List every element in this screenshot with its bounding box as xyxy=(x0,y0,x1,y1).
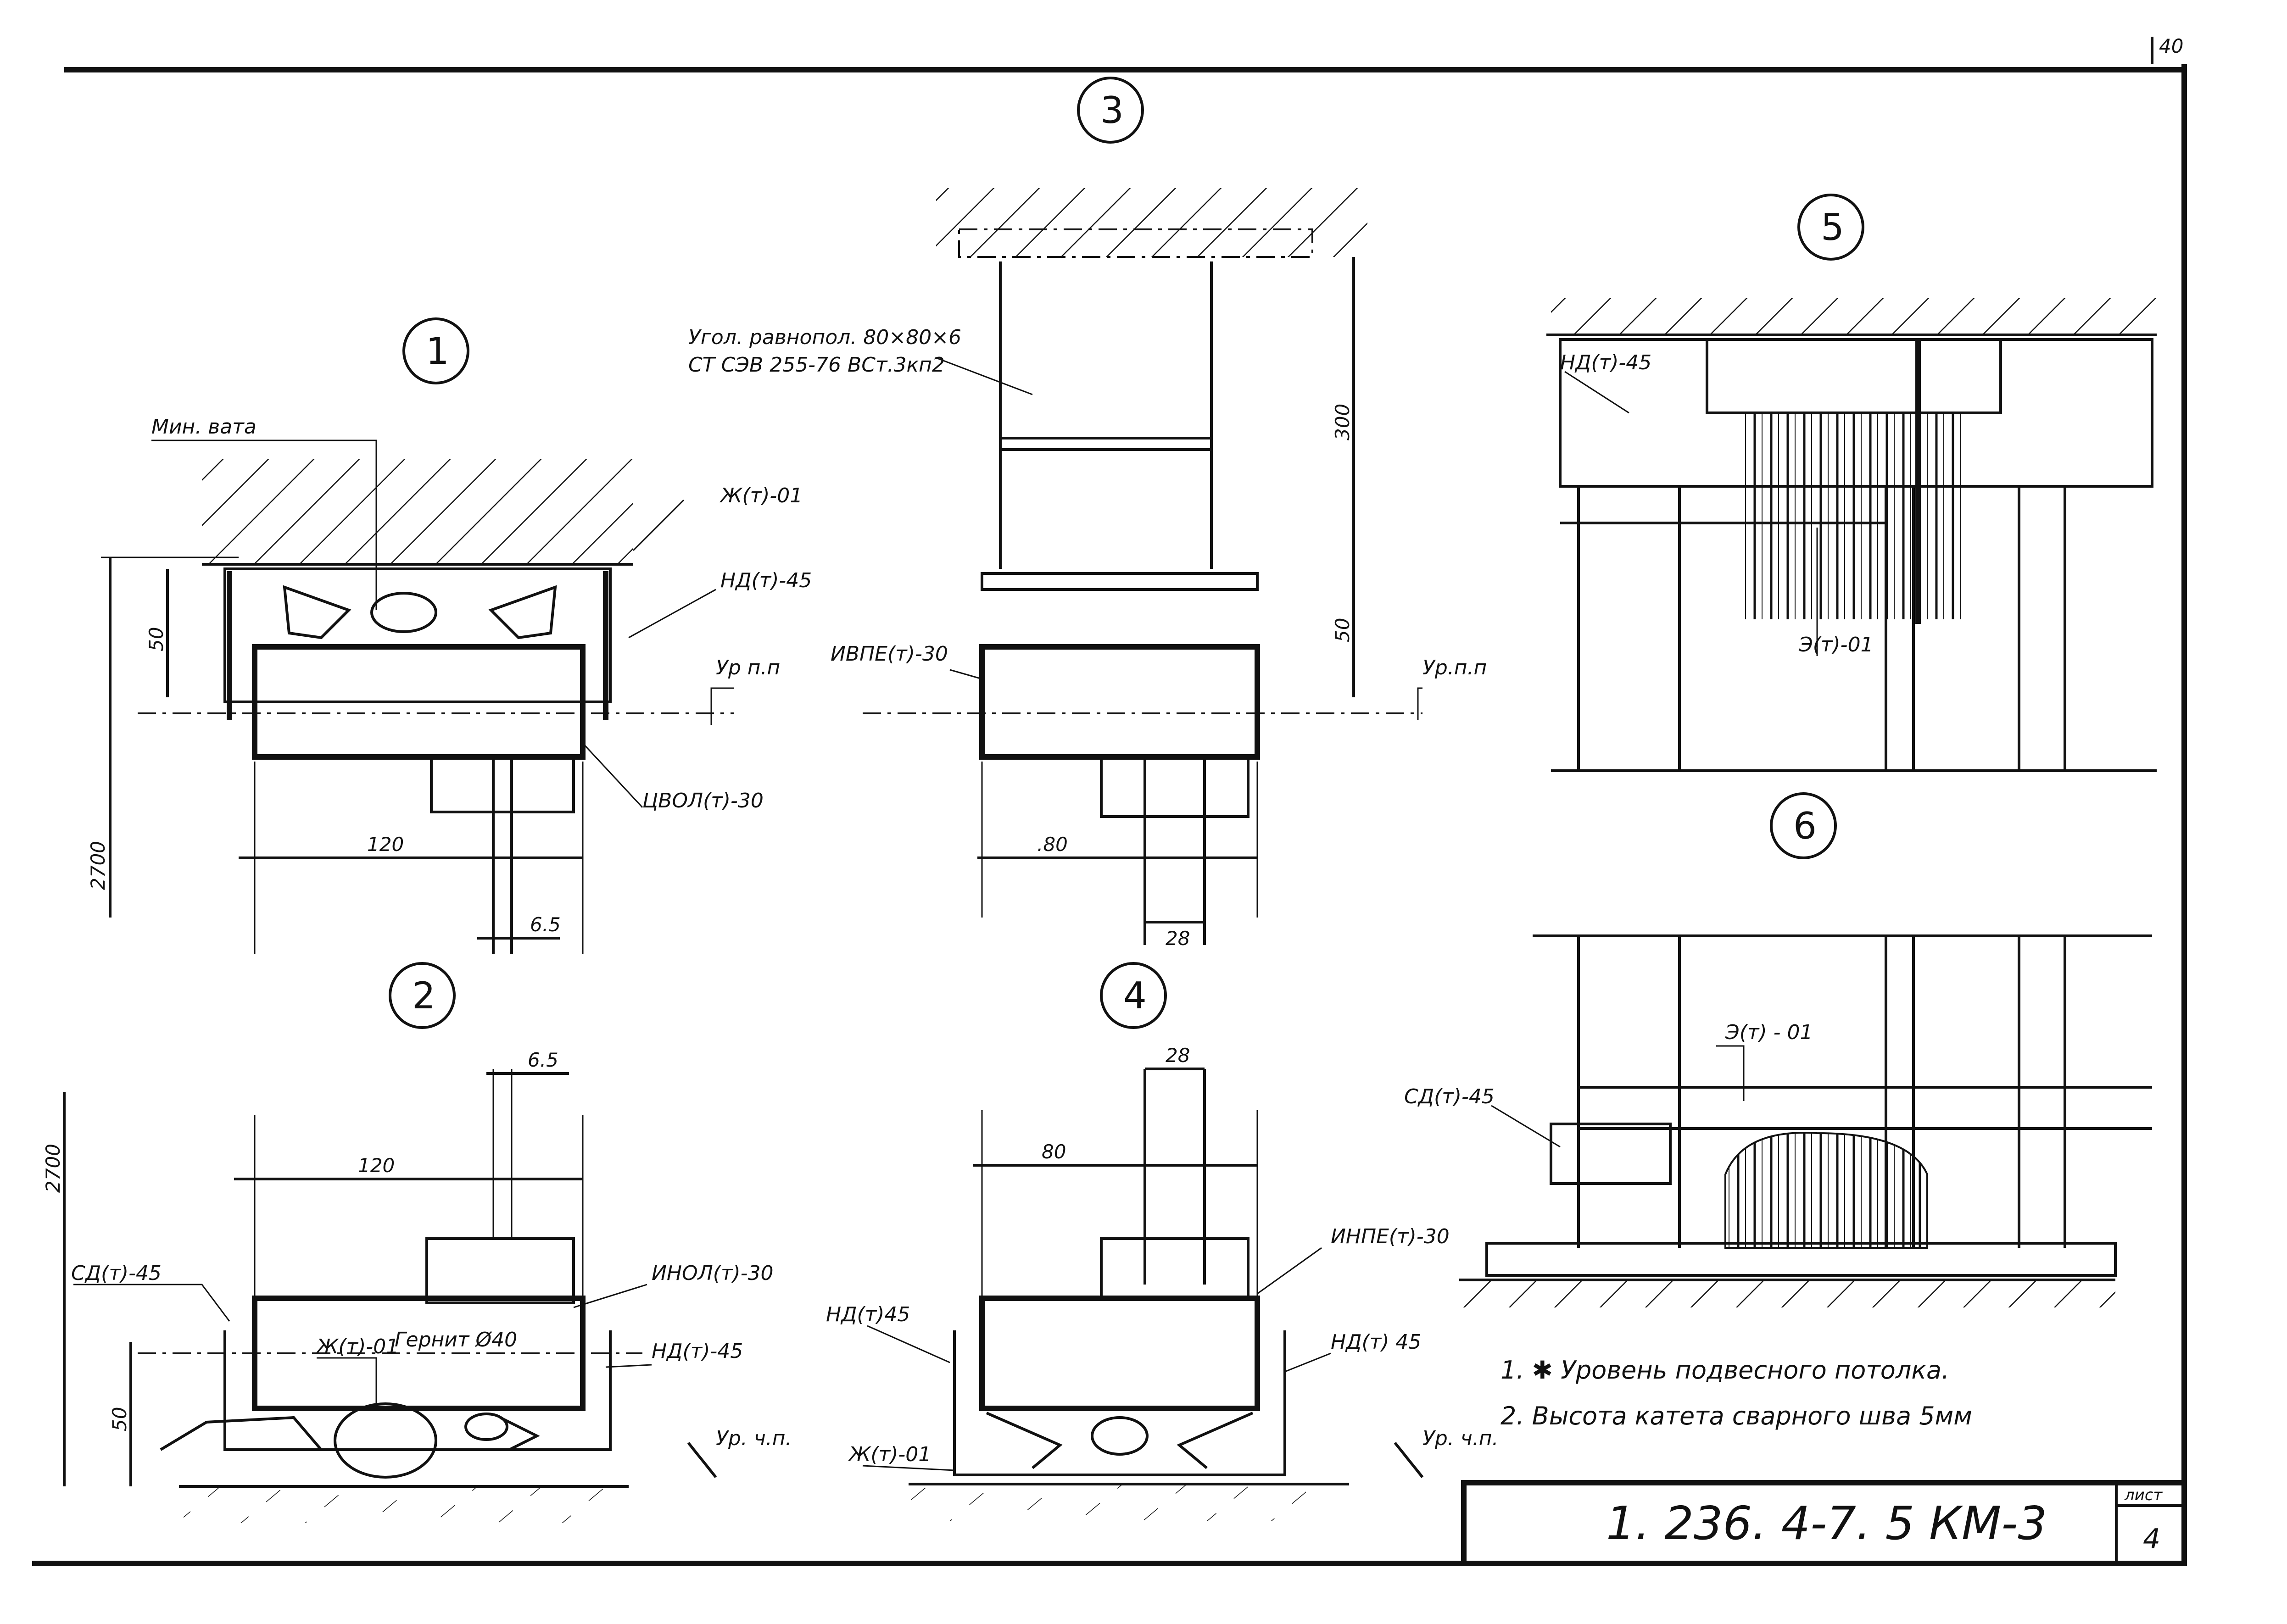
v4-nd-left: НД(т)45 xyxy=(826,1303,910,1326)
ceiling-slab-5 xyxy=(1551,298,2157,335)
v3-ur-pp: Ур.п.п xyxy=(1422,656,1487,679)
v6-e-t-01: Э(т) - 01 xyxy=(1725,1021,1813,1044)
page-number: 40 xyxy=(2159,35,2183,57)
stamp-code: 1. 236. 4-7. 5 КМ-3 xyxy=(1606,1496,2047,1550)
v6-sd-t-45: СД(т)-45 xyxy=(1404,1085,1495,1108)
v2-nd-t-45: НД(т)-45 xyxy=(652,1340,743,1363)
callout-bubble-2 xyxy=(389,962,456,1029)
beam-4 xyxy=(979,1296,1260,1411)
weld-cutout-6 xyxy=(1724,1132,1928,1249)
view-5: 5 xyxy=(1546,194,2157,772)
v3-dim-28: 28 xyxy=(1166,927,1190,950)
v3-dim-50: 50 xyxy=(1331,618,1354,642)
v3-dim-300: 300 xyxy=(1331,404,1354,440)
v2-ur-chp: Ур. ч.п. xyxy=(716,1427,792,1450)
v3-uvpe: ИВПЕ(т)-30 xyxy=(831,642,948,666)
v2-inol: ИНОЛ(т)-30 xyxy=(652,1262,774,1285)
view-1: 1 xyxy=(101,317,734,954)
view-3: 3 xyxy=(863,77,1422,945)
v1-ur-pp: Ур п.п xyxy=(716,656,780,679)
title-block xyxy=(1461,1480,2187,1566)
v4-inpe: ИНПЕ(т)-30 xyxy=(1331,1225,1450,1248)
callout-bubble-5 xyxy=(1797,194,1864,261)
v2-dim-6-5: 6.5 xyxy=(528,1049,558,1071)
weld-cutout-5 xyxy=(1744,413,1964,619)
v2-dim-120: 120 xyxy=(358,1154,395,1177)
callout-label-1: 1 xyxy=(426,330,449,373)
v1-dim-120: 120 xyxy=(367,833,404,856)
ceiling-slab-1 xyxy=(202,459,633,564)
v4-ur-chp: Ур. ч.п. xyxy=(1422,1427,1498,1450)
floor-slab-6 xyxy=(1459,1280,2115,1307)
list-label: лист xyxy=(2124,1486,2163,1504)
callout-label-2: 2 xyxy=(412,974,435,1017)
list-number: 4 xyxy=(2143,1523,2160,1555)
v3-dim-80: .80 xyxy=(1037,833,1068,856)
callout-label-5: 5 xyxy=(1821,206,1844,249)
callout-label-4: 4 xyxy=(1123,974,1147,1017)
view-6: 6 xyxy=(1459,792,2152,1307)
callout-bubble-4 xyxy=(1100,962,1167,1029)
v4-nd-right: НД(т) 45 xyxy=(1331,1330,1421,1354)
v5-e-t-01: Э(т)-01 xyxy=(1798,633,1874,656)
v2-gernit: Гернит Ø40 xyxy=(395,1328,517,1351)
v1-dim-50: 50 xyxy=(145,627,167,651)
floor-slab-2 xyxy=(184,1486,624,1523)
callout-bubble-6 xyxy=(1770,792,1837,859)
callout-label-3: 3 xyxy=(1100,89,1124,132)
v5-nd-t-45: НД(т)-45 xyxy=(1560,351,1651,374)
view-4: 4 xyxy=(862,962,1424,1521)
v1-min-vata: Мин. вата xyxy=(151,415,257,439)
v1-nd-t-45: НД(т)-45 xyxy=(720,569,812,592)
ceiling-slab-3 xyxy=(936,188,1367,257)
floor-slab-4 xyxy=(909,1484,1349,1521)
v2-dim-2700: 2700 xyxy=(42,1144,64,1193)
v4-zh-t-01: Ж(т)-01 xyxy=(848,1443,931,1466)
note-1: 1. ✱ Уровень подвесного потолка. xyxy=(1500,1356,1949,1385)
v1-dim-2700: 2700 xyxy=(87,841,109,890)
v2-zh-t-01: Ж(т)-01 xyxy=(315,1335,399,1358)
v2-dim-50: 50 xyxy=(108,1407,131,1431)
v3-ugol-line2: СТ СЭВ 255-76 ВСт.3кп2 xyxy=(688,353,945,377)
callout-label-6: 6 xyxy=(1793,805,1817,847)
v1-tsvol: ЦВОЛ(т)-30 xyxy=(642,789,764,812)
gernit-seal xyxy=(334,1402,437,1479)
beam-1 xyxy=(252,644,586,760)
callout-bubble-3 xyxy=(1077,77,1144,144)
v3-ugol-line1: Угол. равнопол. 80×80×6 xyxy=(688,326,961,349)
mineral-wool-1 xyxy=(370,592,437,633)
v1-zh-t-01: Ж(т)-01 xyxy=(719,484,803,507)
note-2: 2. Высота катета сварного шва 5мм xyxy=(1500,1402,1972,1430)
beam-3 xyxy=(979,644,1260,760)
v4-dim-80: 80 xyxy=(1042,1140,1066,1163)
v1-dim-6-5: 6.5 xyxy=(530,913,561,936)
callout-bubble-1 xyxy=(402,317,469,384)
v2-sd-t-45: СД(т)-45 xyxy=(71,1262,162,1285)
sheet-frame xyxy=(32,37,2187,1566)
view-2: 2 xyxy=(63,962,717,1523)
v4-dim-28: 28 xyxy=(1166,1044,1190,1067)
